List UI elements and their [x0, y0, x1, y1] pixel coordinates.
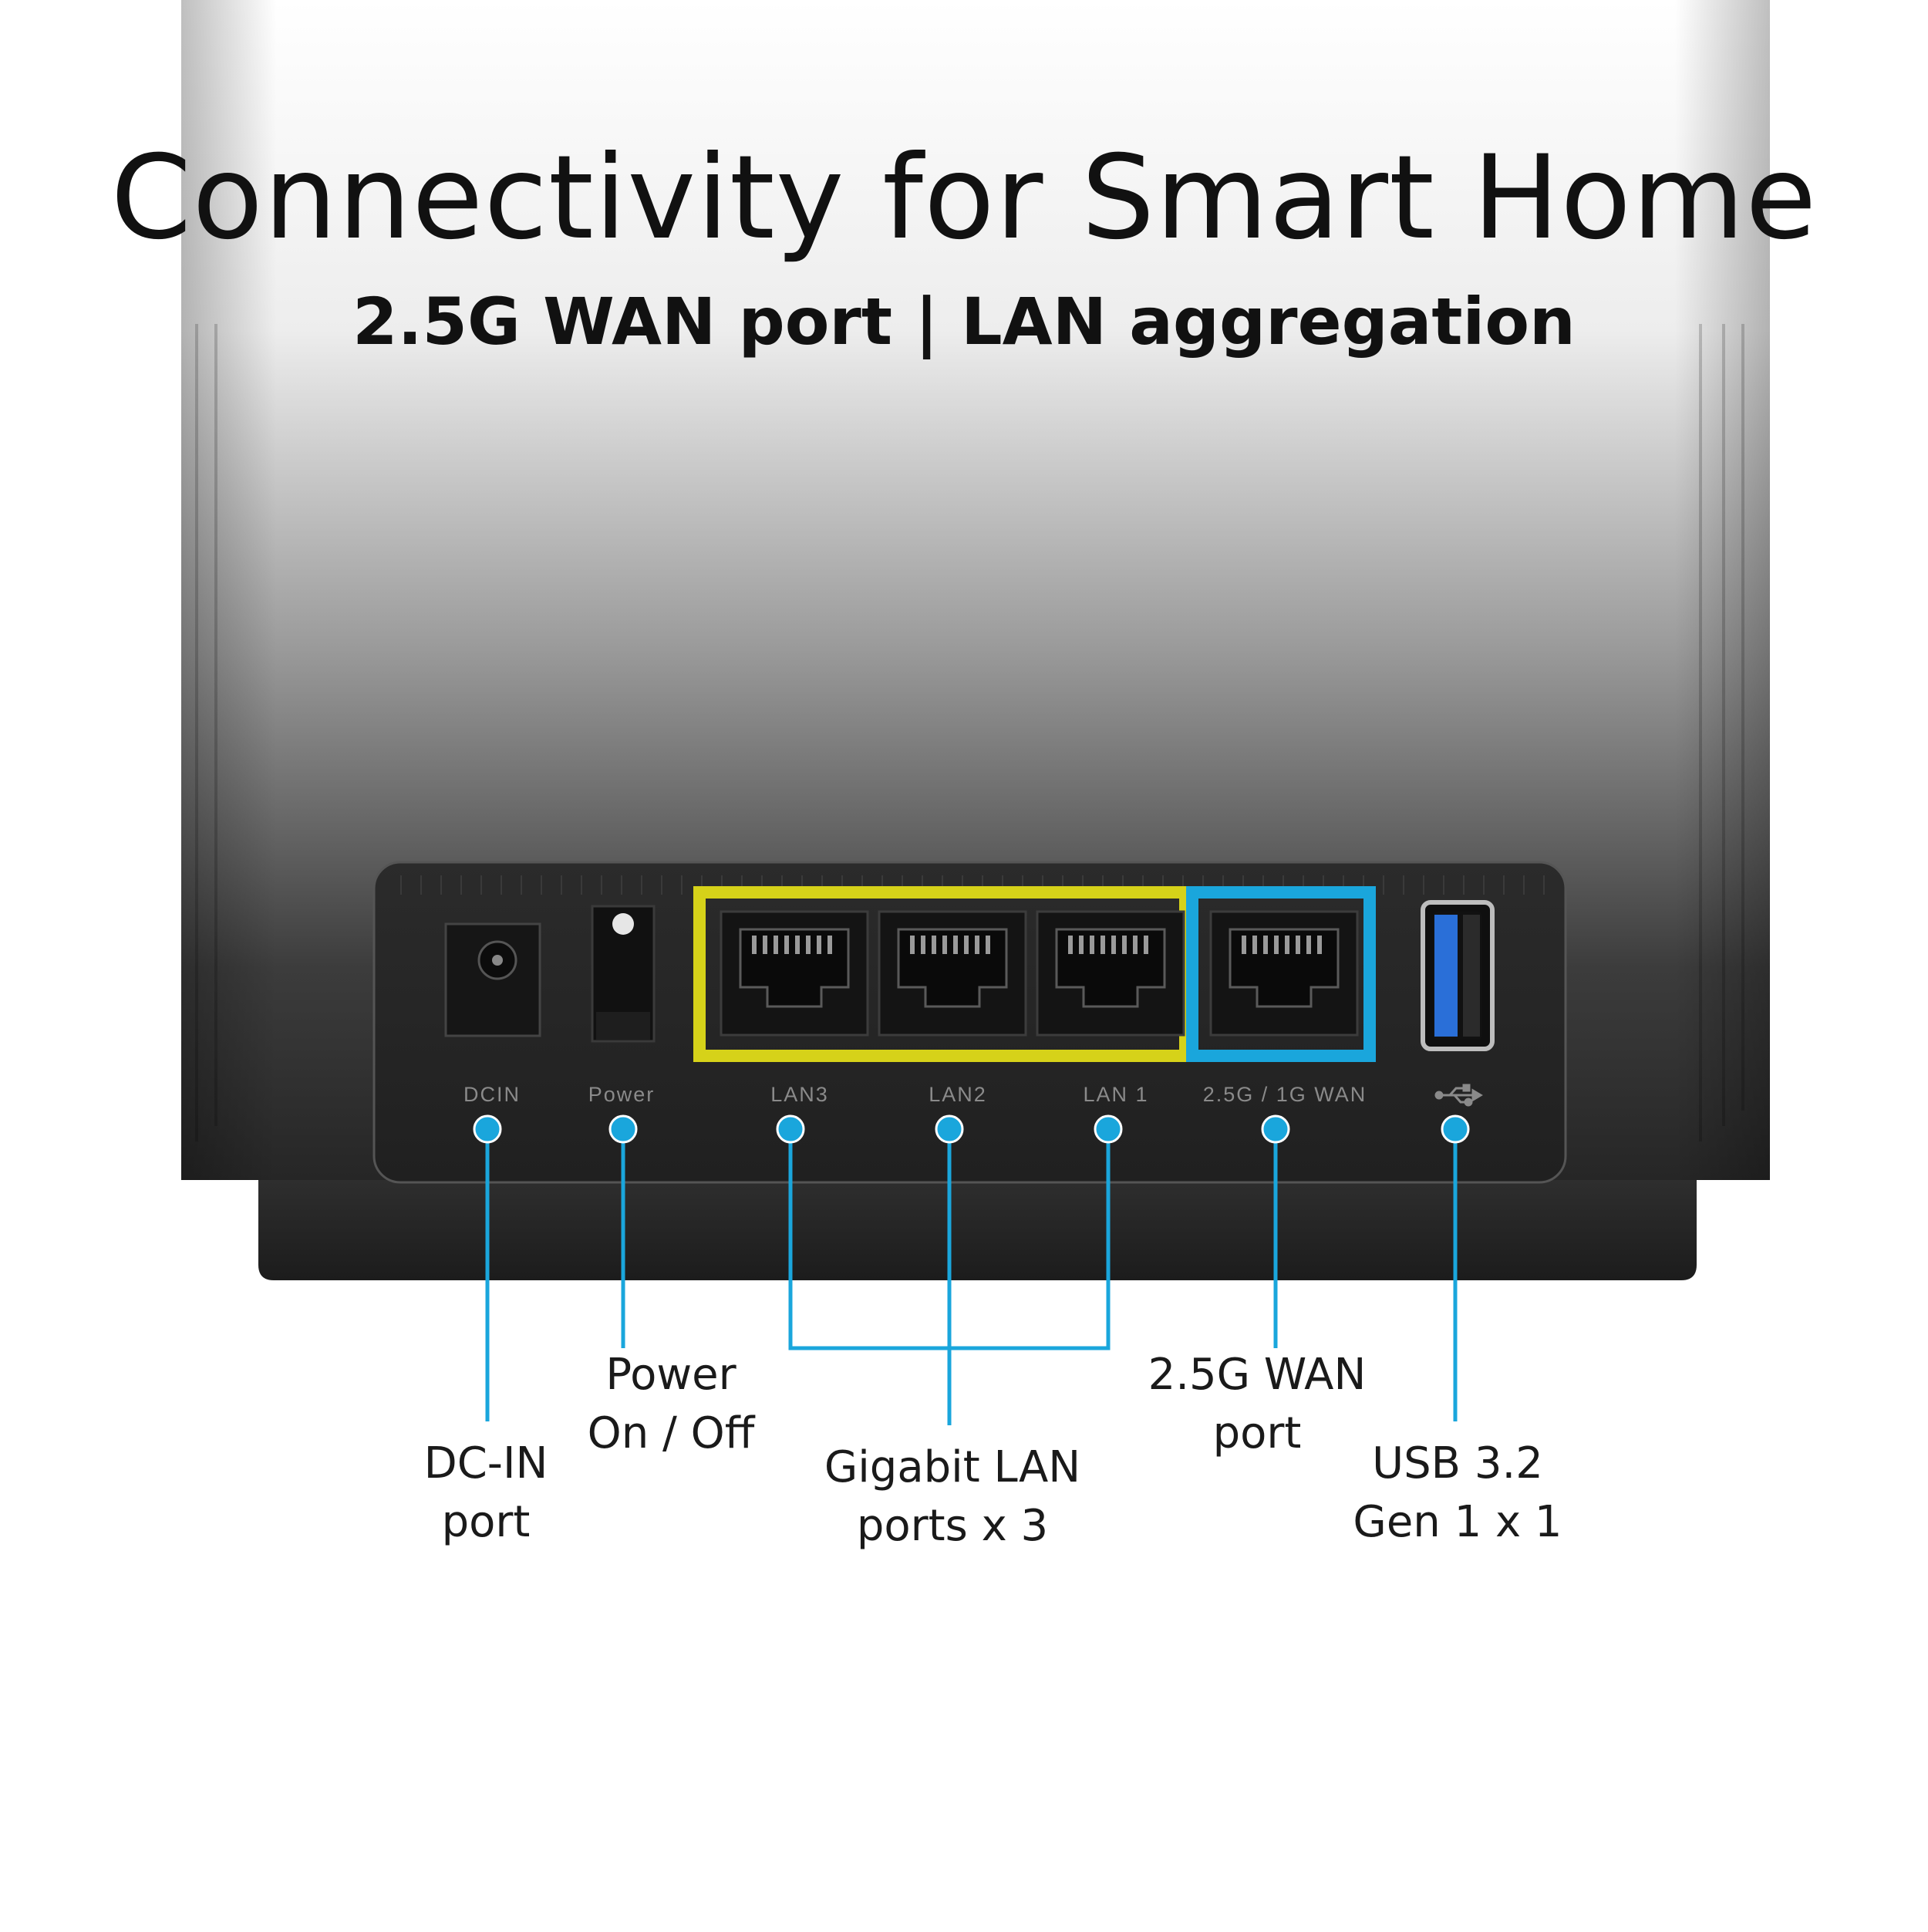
usb-dot — [1441, 1114, 1470, 1144]
lan2-label: LAN2 — [929, 1083, 987, 1106]
lan-callout: Gigabit LAN ports x 3 — [798, 1438, 1107, 1556]
wan-dot — [1261, 1114, 1290, 1144]
dcin-label: DCIN — [463, 1083, 521, 1106]
rj45-jack — [720, 910, 869, 1037]
dcin-callout-line2: port — [441, 1497, 531, 1547]
usb-callout: USB 3.2 Gen 1 x 1 — [1338, 1435, 1577, 1552]
lan3-label: LAN3 — [770, 1083, 829, 1106]
lan-highlight-box — [693, 886, 1192, 1062]
callout-lines — [485, 1129, 1458, 1425]
power-dot — [608, 1114, 638, 1144]
dcin-callout: DC-IN port — [370, 1435, 602, 1552]
lan1-label: LAN 1 — [1083, 1083, 1148, 1106]
dcin-callout-line1: DC-IN — [423, 1438, 548, 1489]
rj45-jack — [1209, 910, 1359, 1037]
wan-highlight-box — [1186, 886, 1376, 1062]
headline: Connectivity for Smart Home — [110, 131, 1818, 265]
usb-callout-line1: USB 3.2 — [1372, 1438, 1543, 1489]
usb-port — [1421, 900, 1495, 1051]
lan1-dot — [1094, 1114, 1123, 1144]
usb-callout-line2: Gen 1 x 1 — [1353, 1497, 1562, 1547]
wan-label: 2.5G / 1G WAN — [1203, 1083, 1367, 1106]
usb-icon — [1434, 1084, 1483, 1107]
dcin-dot — [473, 1114, 502, 1144]
ethernet-jacks — [720, 910, 1359, 1037]
dcin-jack — [444, 922, 541, 1037]
power-callout-line2: On / Off — [587, 1408, 755, 1458]
power-label: Power — [588, 1083, 656, 1106]
lan-callout-line2: ports x 3 — [856, 1501, 1049, 1551]
rj45-jack — [878, 910, 1027, 1037]
wan-callout: 2.5G WAN port — [1126, 1346, 1388, 1463]
power-switch — [591, 905, 656, 1043]
lan3-dot — [776, 1114, 805, 1144]
power-callout-line1: Power — [605, 1350, 736, 1400]
rj45-jack — [1036, 910, 1185, 1037]
callout-dots — [473, 1114, 1470, 1144]
power-callout: Power On / Off — [555, 1346, 787, 1463]
subheadline: 2.5G WAN port | LAN aggregation — [352, 284, 1576, 359]
lan-callout-line1: Gigabit LAN — [824, 1442, 1081, 1492]
wan-callout-line2: port — [1212, 1408, 1302, 1458]
router-base — [258, 1180, 1697, 1280]
wan-callout-line1: 2.5G WAN — [1148, 1350, 1367, 1400]
lan2-dot — [935, 1114, 964, 1144]
side-fins — [195, 324, 1744, 1141]
